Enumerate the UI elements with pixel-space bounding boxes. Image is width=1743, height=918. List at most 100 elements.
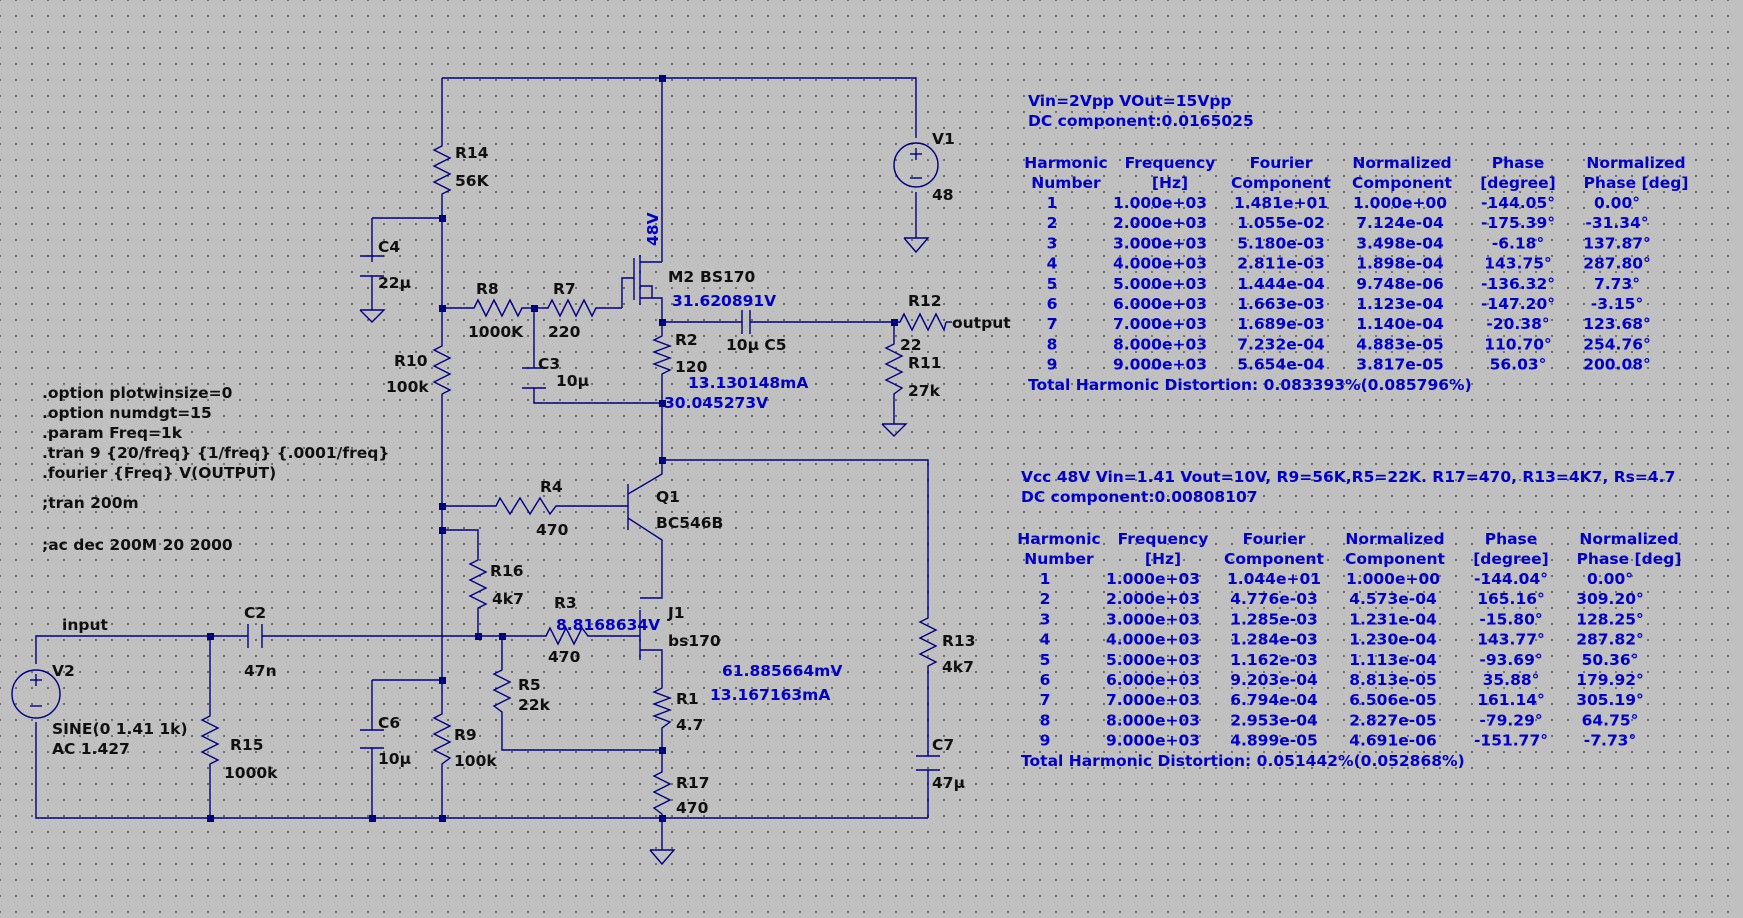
fourier-table-1-cell: -3.15° (1591, 295, 1643, 313)
fourier-table-2-cell: 1.285e-03 (1230, 610, 1318, 628)
net-label-input: input (62, 616, 108, 634)
spice-directive-line: .option plotwinsize=0 (42, 384, 233, 402)
fourier-table-2-cell: 179.92° (1576, 671, 1644, 689)
resistor-r4 (486, 496, 576, 516)
fourier-table-2-header: Phase [deg] (1577, 550, 1682, 568)
capacitor-c5 (741, 310, 751, 334)
label-r12-value: 22 (900, 336, 922, 354)
label-r13-value: 4k7 (942, 658, 974, 676)
fourier-table-1-cell: 56.03° (1490, 356, 1547, 374)
fourier-table-2-cell: 7 (1040, 691, 1051, 709)
label-r2-value: 120 (675, 358, 708, 376)
label-r3-name: R3 (554, 594, 577, 612)
label-r17-value: 470 (676, 799, 709, 817)
fourier-table-2-cell: 2.953e-04 (1230, 711, 1318, 729)
fourier-table-2-cell: 1.230e-04 (1349, 631, 1437, 649)
fourier-table-2-header: Phase (1485, 530, 1538, 548)
resistor-r11 (884, 338, 904, 398)
fourier-table-1-cell: 287.80° (1583, 255, 1651, 273)
fourier-table-2-cell: 6.794e-04 (1230, 691, 1318, 709)
label-r16-value: 4k7 (492, 590, 524, 608)
label-r15-name: R15 (230, 736, 264, 754)
fourier-table-2-cell: -151.77° (1474, 732, 1548, 750)
fourier-table-2-cell: 64.75° (1582, 711, 1639, 729)
fourier-table-2-cell: 1.000e+03 (1106, 570, 1200, 588)
label-c6-value: 10µ (378, 750, 411, 768)
fourier-table-2-dc: DC component:0.00808107 (1021, 488, 1258, 506)
fourier-table-2-cell: 50.36° (1582, 651, 1639, 669)
capacitor-c3 (522, 367, 546, 389)
fourier-table-1-cell: -175.39° (1481, 214, 1555, 232)
fourier-table-2-cell: 4.776e-03 (1230, 590, 1318, 608)
fourier-table-1-cell: 2 (1047, 214, 1058, 232)
label-r5-name: R5 (518, 676, 541, 694)
label-j1-value: bs170 (668, 632, 721, 650)
resistor-r1 (652, 682, 672, 732)
fourier-table-2-cell: 143.77° (1477, 631, 1545, 649)
label-r3-value: 470 (548, 648, 581, 666)
net-label-output: output (952, 314, 1011, 332)
fourier-table-1-header: Frequency (1125, 154, 1216, 172)
fourier-table-2-header: Component (1224, 550, 1325, 568)
fourier-table-1-cell: 7.124e-04 (1356, 214, 1444, 232)
fourier-table-1-header: Normalized (1352, 154, 1451, 172)
fourier-table-1-cell: 7 (1047, 315, 1058, 333)
label-c4-value: 22µ (378, 274, 411, 292)
ground-icon (359, 309, 386, 323)
capacitor-c6 (360, 729, 384, 749)
fourier-table-1-cell: 1.000e+03 (1113, 194, 1207, 212)
fourier-table-2-cell: -79.29° (1479, 711, 1542, 729)
fourier-table-1-header: Component (1231, 174, 1332, 192)
label-v2-ac: AC 1.427 (52, 740, 130, 758)
capacitors (247, 255, 940, 771)
probe-node-voltage: 30.045273V (664, 394, 768, 412)
fourier-table-2-cell: 4.573e-04 (1349, 590, 1437, 608)
fourier-table-2-cell: 4.899e-05 (1230, 732, 1318, 750)
resistor-r10 (432, 340, 452, 396)
fourier-table-1-thd: Total Harmonic Distortion: 0.083393%(0.0… (1028, 376, 1472, 394)
fourier-table-2-cell: 2.000e+03 (1106, 590, 1200, 608)
resistor-r3 (540, 626, 590, 646)
ground-symbols (359, 237, 930, 866)
fourier-table-2-header: [degree] (1473, 550, 1549, 568)
fourier-table-1-cell: 4.000e+03 (1113, 255, 1207, 273)
label-r14-value: 56K (455, 172, 490, 190)
label-r15-value: 1000k (224, 764, 278, 782)
label-r13-name: R13 (942, 632, 976, 650)
label-r14-name: R14 (455, 144, 489, 162)
fourier-table-1-cell: -136.32° (1481, 275, 1555, 293)
label-r4-name: R4 (540, 478, 563, 496)
fourier-table-2-cell: 8 (1040, 711, 1051, 729)
label-c5: 10µ C5 (726, 336, 787, 354)
fourier-table-2-cell: -7.73° (1584, 732, 1636, 750)
fourier-table-2-cell: 305.19° (1576, 691, 1644, 709)
fourier-table-2-header: Harmonic (1017, 530, 1100, 548)
fourier-table-1-header: [degree] (1480, 174, 1556, 192)
ground-icon (881, 423, 908, 437)
fourier-table-1-cell: 1.898e-04 (1356, 255, 1444, 273)
ground-icon (649, 849, 676, 866)
fourier-table-1-header: Harmonic (1024, 154, 1107, 172)
resistor-r17 (652, 766, 672, 818)
label-r2-name: R2 (675, 331, 698, 349)
fourier-table-2-cell: 7.000e+03 (1106, 691, 1200, 709)
fourier-table-1-cell: 5.000e+03 (1113, 275, 1207, 293)
fourier-table-1-cell: 1.123e-04 (1356, 295, 1444, 313)
fourier-table-2-cell: 165.16° (1477, 590, 1545, 608)
label-r11-value: 27k (908, 382, 941, 400)
fourier-table-1-cell: 3.000e+03 (1113, 234, 1207, 252)
label-c7-value: 47µ (932, 774, 965, 792)
label-c2-value: 47n (244, 662, 277, 680)
spice-directive-line: .fourier {Freq} V(OUTPUT) (42, 464, 276, 482)
fourier-table-1-cell: 6.000e+03 (1113, 295, 1207, 313)
resistor-r14 (432, 138, 452, 198)
fourier-table-1-cell: 1.055e-02 (1237, 214, 1325, 232)
probe-m2-source-voltage: 31.620891V (672, 292, 776, 310)
probe-j1-current: 13.167163mA (710, 686, 830, 704)
fourier-table-2-cell: 5.000e+03 (1106, 651, 1200, 669)
fourier-table-1-cell: 1.000e+00 (1353, 194, 1447, 212)
fourier-table-1-cell: 143.75° (1484, 255, 1552, 273)
fourier-table-2-cell: 1.162e-03 (1230, 651, 1318, 669)
